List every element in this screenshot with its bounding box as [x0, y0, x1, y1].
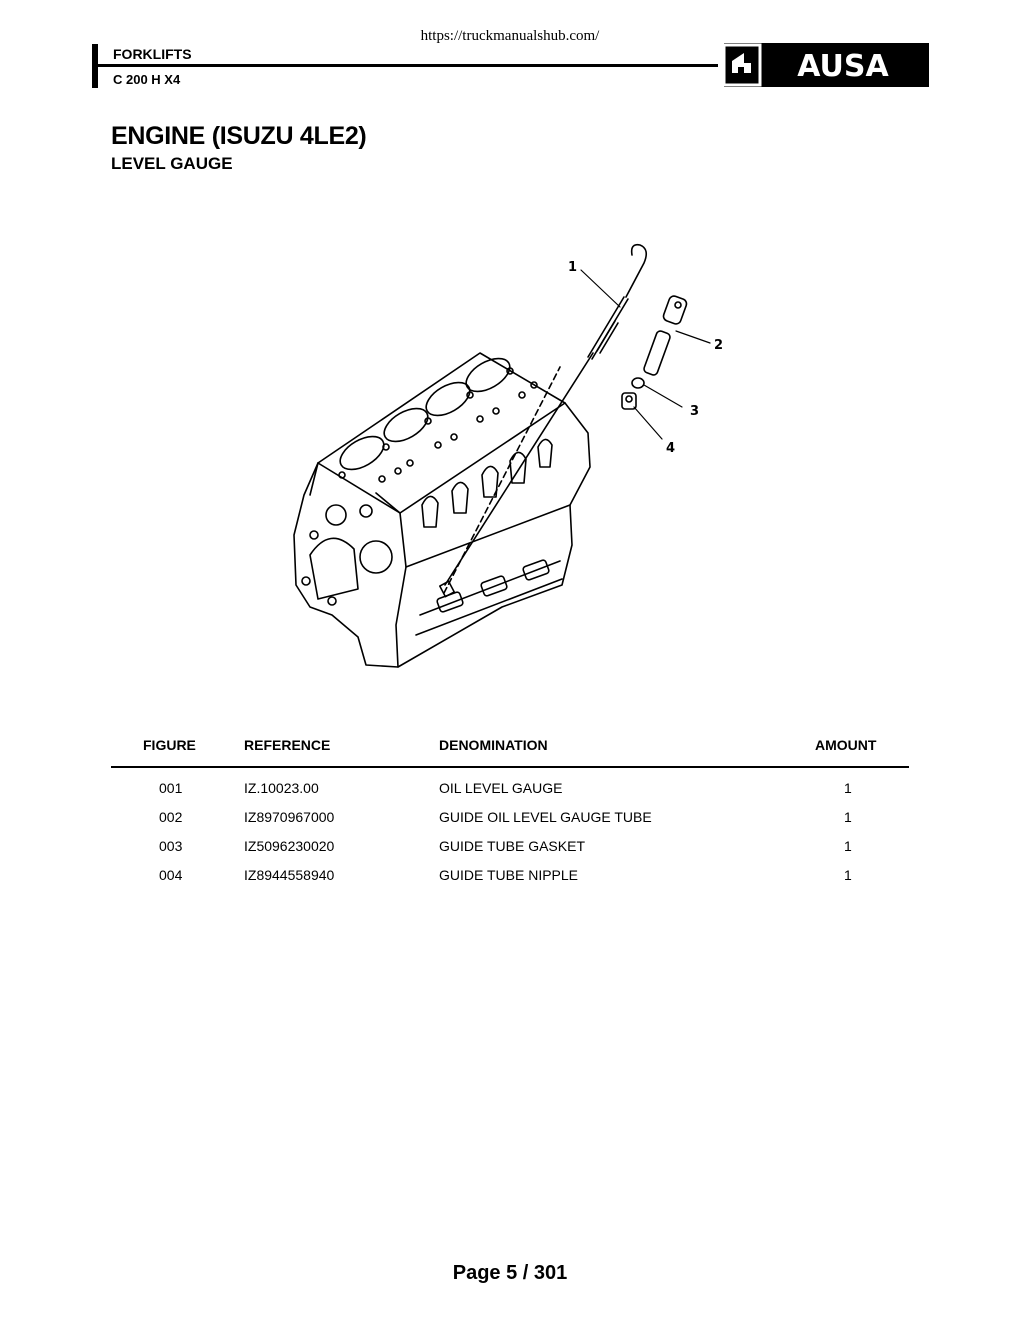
table-row: 001 IZ.10023.00 OIL LEVEL GAUGE 1 [111, 780, 909, 809]
cell-denomination: GUIDE OIL LEVEL GAUGE TUBE [439, 809, 652, 825]
cell-denomination: GUIDE TUBE GASKET [439, 838, 585, 854]
gasket-part [631, 377, 645, 389]
oil-level-gauge [438, 243, 648, 598]
cell-amount: 1 [844, 809, 852, 825]
header-bar [92, 44, 98, 88]
cell-reference: IZ8970967000 [244, 809, 335, 825]
cell-reference: IZ5096230020 [244, 838, 335, 854]
header-amount: AMOUNT [815, 737, 877, 753]
page-subtitle: LEVEL GAUGE [111, 154, 233, 173]
table-row: 002 IZ8970967000 GUIDE OIL LEVEL GAUGE T… [111, 809, 909, 838]
header-reference: REFERENCE [244, 737, 331, 753]
header-figure: FIGURE [143, 737, 196, 753]
callout-1: 1 [568, 260, 577, 275]
header-model: C 200 H X4 [113, 72, 181, 87]
engine-diagram: 1 2 3 4 [293, 243, 723, 668]
table-row: 003 IZ5096230020 GUIDE TUBE GASKET 1 [111, 838, 909, 867]
source-url[interactable]: https://truckmanualshub.com/ [420, 28, 600, 44]
cell-amount: 1 [844, 867, 852, 883]
cell-figure: 002 [159, 809, 183, 825]
header-rule [98, 64, 718, 67]
engine-block [293, 352, 591, 668]
callout-3: 3 [690, 404, 699, 419]
callout-2: 2 [714, 338, 723, 353]
table-row: 004 IZ8944558940 GUIDE TUBE NIPPLE 1 [111, 867, 909, 896]
cell-amount: 1 [844, 838, 852, 854]
header-denomination: DENOMINATION [439, 737, 548, 753]
cell-figure: 004 [159, 867, 183, 883]
nipple-part [621, 392, 637, 410]
callout-4: 4 [666, 441, 675, 456]
cell-figure: 001 [159, 780, 183, 796]
logo-text: AUSA [797, 49, 889, 84]
page-title: ENGINE (ISUZU 4LE2) [111, 122, 367, 150]
table-header-rule [111, 766, 909, 768]
cell-amount: 1 [844, 780, 852, 796]
cell-denomination: GUIDE TUBE NIPPLE [439, 867, 579, 883]
ausa-mark-icon [732, 53, 751, 73]
cell-denomination: OIL LEVEL GAUGE [439, 780, 563, 796]
guide-tube-part [643, 295, 688, 376]
cell-reference: IZ.10023.00 [244, 780, 319, 796]
header-category: FORKLIFTS [113, 46, 192, 62]
ausa-logo: AUSA [718, 43, 929, 87]
cell-reference: IZ8944558940 [244, 867, 335, 883]
cell-figure: 003 [159, 838, 183, 854]
page-number: Page 5 / 301 [452, 1262, 568, 1284]
